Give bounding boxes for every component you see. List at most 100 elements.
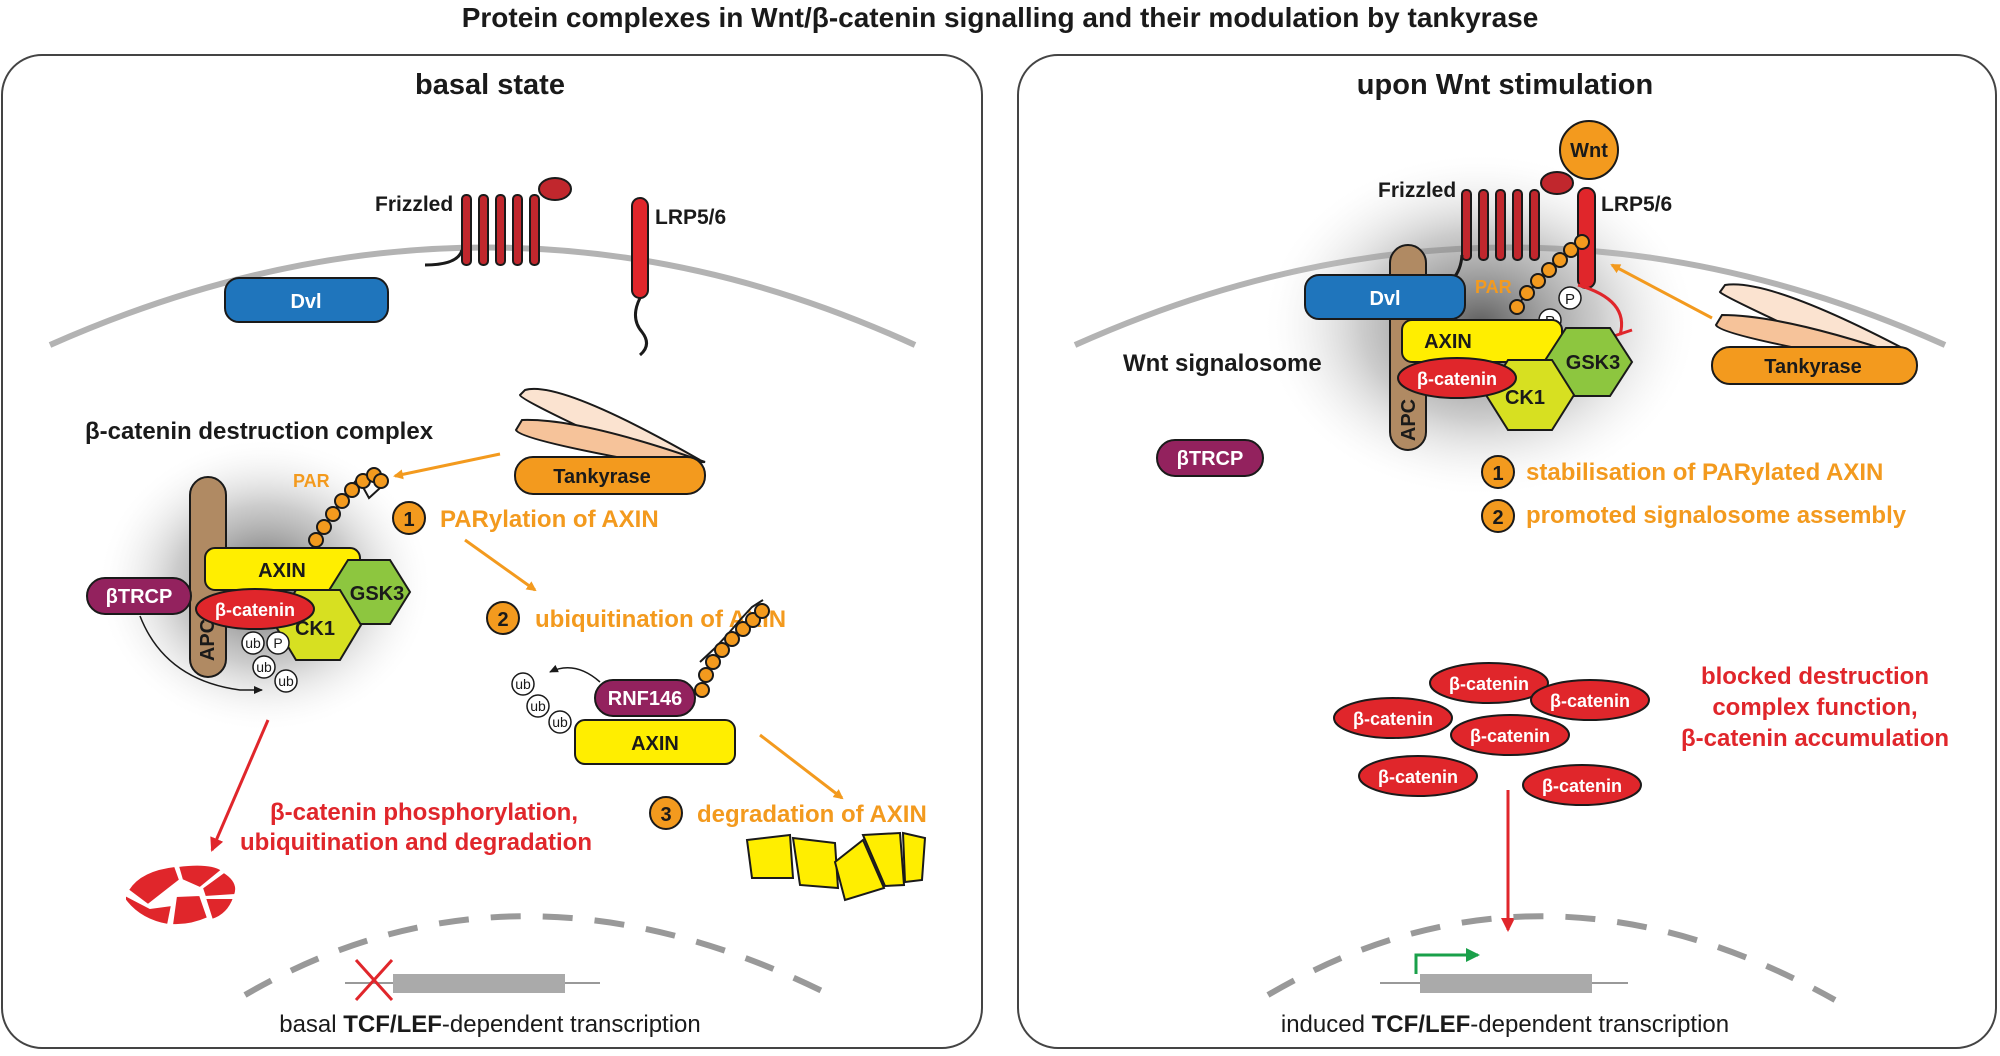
ub-text-r1: ub: [515, 676, 531, 692]
step2-num-left: 2: [497, 609, 508, 631]
trans-pre-left: basal: [279, 1011, 343, 1038]
step1-text-right: stabilisation of PARylated AXIN: [1526, 459, 1883, 486]
step1-num-right: 1: [1492, 463, 1503, 485]
step2-badge-right: [1481, 499, 1515, 533]
bcat-cluster-label-5: β-catenin: [1378, 767, 1458, 787]
dvl-label-left: Dvl: [290, 291, 321, 313]
wnt-label: Wnt: [1570, 140, 1608, 162]
step2-text-right: promoted signalosome assembly: [1526, 502, 1907, 529]
frizzled-receptor-left: [424, 177, 572, 267]
bcat-cluster-label-3: β-catenin: [1353, 709, 1433, 729]
tankyrase-label-right: Tankyrase: [1764, 356, 1861, 378]
step2-num-right: 2: [1492, 507, 1503, 529]
beta-catenin-right: [1397, 357, 1517, 399]
dvl-protein-left: [224, 277, 389, 323]
beta-catenin-label-right: β-catenin: [1417, 369, 1497, 389]
wnt-ligand: [1559, 120, 1619, 180]
bcat-cluster-3: [1333, 697, 1453, 739]
red-text-right-3: β-catenin accumulation: [1681, 725, 1949, 752]
step3-badge-left: [649, 796, 683, 830]
degraded-axin-fragments: [745, 831, 927, 902]
beta-catenin-left: [195, 588, 315, 630]
red-text-right-1: blocked destruction: [1701, 663, 1929, 690]
frizzled-receptor-right: [1429, 171, 1574, 292]
rnf146-label: RNF146: [608, 688, 682, 710]
lrp-receptor-left: [631, 197, 649, 357]
dvl-protein-right: [1304, 274, 1466, 320]
tankyrase-to-complex-arrow: [393, 452, 501, 480]
bcat-cluster-4: [1450, 714, 1570, 756]
par-chain-right: [1509, 234, 1590, 315]
gsk3-inhibition: [1577, 283, 1624, 336]
step1-num-left: 1: [403, 509, 414, 531]
apc-label-left: APC: [197, 619, 219, 661]
panel-basal-state: basal state Frizzled LRP5/6 Dvl β-cat: [1, 54, 983, 1049]
bcat-cluster-label-6: β-catenin: [1542, 776, 1622, 796]
ub-text-2: ub: [256, 659, 272, 675]
ubiquitin-chain-left: [139, 615, 298, 694]
bcat-cluster-label-1: β-catenin: [1449, 674, 1529, 694]
ck1-label-right: CK1: [1505, 387, 1545, 409]
rnf146-protein: [594, 679, 696, 717]
red-text-left-1: β-catenin phosphorylation,: [270, 799, 578, 826]
axin-label-right: AXIN: [1424, 331, 1472, 353]
bcat-cluster-2: [1530, 679, 1650, 721]
accumulated-beta-catenin: [1333, 662, 1650, 806]
ub-text-3: ub: [278, 673, 294, 689]
panel-wnt-stimulation: upon Wnt stimulation Wnt Frizzled LRP5/6: [1017, 54, 1997, 1049]
tankyrase-to-signalosome-arrow: [1610, 263, 1713, 320]
trans-post-left: -dependent transcription: [442, 1011, 701, 1038]
btrcp-protein-left: [86, 577, 192, 615]
bcat-cluster-6: [1522, 764, 1642, 806]
gsk3-label-left: GSK3: [350, 583, 404, 605]
trans-bold-left: TCF/LEF: [343, 1011, 442, 1038]
bcat-degradation-arrow: [210, 719, 270, 852]
ck1-label-left: CK1: [295, 618, 335, 640]
signalosome-label: Wnt signalosome: [1123, 350, 1322, 377]
ub-text-r3: ub: [552, 714, 568, 730]
bcat-cluster-label-2: β-catenin: [1550, 691, 1630, 711]
lrp-label-right: LRP5/6: [1601, 193, 1672, 216]
axin-label-left: AXIN: [258, 560, 306, 582]
step1-badge-right: [1481, 455, 1515, 489]
axin-protein-rnf: [574, 719, 736, 765]
step1-badge-left: [392, 501, 426, 535]
figure-title: Protein complexes in Wnt/β-catenin signa…: [462, 2, 1539, 33]
panel-title-right: upon Wnt stimulation: [1357, 69, 1653, 101]
gene-left: [345, 958, 600, 1002]
trans-post-right: -dependent transcription: [1470, 1011, 1729, 1038]
gene-right: [1380, 948, 1628, 993]
btrcp-protein-right: [1156, 439, 1264, 477]
red-text-right-2: complex function,: [1712, 694, 1917, 721]
step1-to-step2-arrow: [464, 538, 537, 592]
par-chain-left: [308, 467, 389, 549]
frizzled-label-left: Frizzled: [375, 193, 453, 216]
rnf146-complex: [511, 599, 770, 734]
step2-badge-left: [486, 601, 520, 635]
apc-label-right: APC: [1398, 399, 1420, 441]
degraded-beta-catenin: [124, 863, 238, 927]
tankyrase-right: [1711, 283, 1918, 385]
transcription-label-left: basal TCF/LEF-dependent transcription: [279, 1011, 701, 1038]
step3-text-left: degradation of AXIN: [697, 801, 927, 828]
p-text-left: P: [273, 635, 282, 651]
lrp-label-left: LRP5/6: [655, 206, 726, 229]
p-text-right-1: P: [1565, 291, 1575, 308]
frizzled-label-right: Frizzled: [1378, 179, 1456, 202]
step3-num-left: 3: [660, 804, 671, 826]
par-label-left: PAR: [293, 471, 330, 491]
bcat-cluster-5: [1358, 755, 1478, 797]
tankyrase-label-left: Tankyrase: [553, 466, 650, 488]
btrcp-label-right: βTRCP: [1177, 448, 1244, 470]
panel-title-left: basal state: [415, 69, 565, 101]
red-text-left-2: ubiquitination and degradation: [240, 829, 592, 856]
dvl-label-right: Dvl: [1369, 288, 1400, 310]
ub-text-r2: ub: [530, 698, 546, 714]
step1-text-left: PARylation of AXIN: [440, 506, 659, 533]
btrcp-label-left: βTRCP: [106, 586, 173, 608]
beta-catenin-label-left: β-catenin: [215, 600, 295, 620]
axin-to-degradation-arrow: [759, 733, 844, 800]
par-label-right: PAR: [1475, 277, 1512, 297]
gsk3-label-right: GSK3: [1566, 352, 1620, 374]
